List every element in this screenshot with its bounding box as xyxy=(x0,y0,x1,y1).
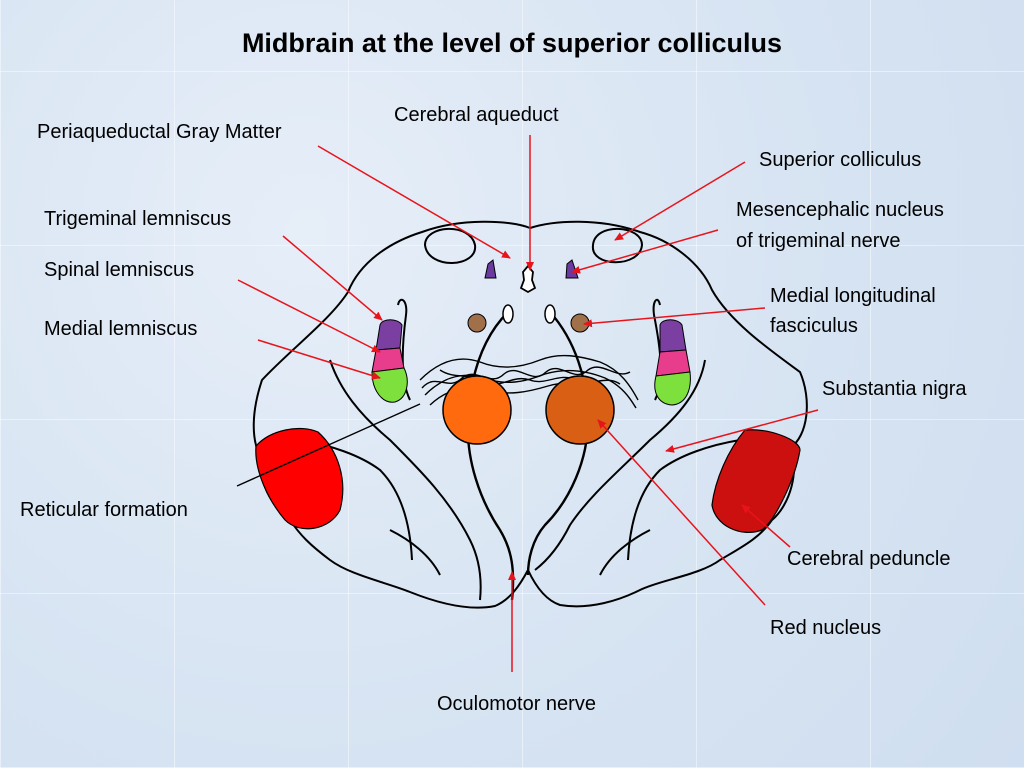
diagram-title: Midbrain at the level of superior collic… xyxy=(241,28,783,58)
cerebral-aqueduct xyxy=(519,264,537,294)
oculomotor-fiber-left xyxy=(466,311,515,601)
medial-lemniscus-right xyxy=(654,371,691,406)
label-periaqueductal-gray: Periaqueductal Gray Matter xyxy=(37,121,282,143)
lateral-contour-right xyxy=(627,439,741,561)
peduncle-notch-right xyxy=(599,529,651,576)
pointer-red-nucleus xyxy=(597,419,766,606)
pointer-lines xyxy=(237,135,819,672)
label-trigeminal-lemniscus: Trigeminal lemniscus xyxy=(44,208,232,230)
oculomotor-fiber-right xyxy=(526,311,590,576)
medial-lemniscus-left xyxy=(371,367,408,403)
pointer-medial-lemniscus xyxy=(257,339,381,380)
label-cerebral-peduncle: Cerebral peduncle xyxy=(787,548,951,570)
cerebral-peduncle-left xyxy=(255,427,344,530)
label-mlf-line2: fasciculus xyxy=(770,315,858,337)
superior-colliculus-left xyxy=(423,227,477,264)
oculomotor-nucleus-left xyxy=(502,304,514,324)
red-nucleus-right xyxy=(545,375,615,445)
pointer-mesencephalic-nucleus xyxy=(571,229,719,274)
mesencephalic-nucleus-left xyxy=(484,259,497,279)
red-nucleus-left xyxy=(442,375,512,445)
trigeminal-lemniscus-left xyxy=(375,319,403,351)
pointer-reticular-formation xyxy=(236,403,421,487)
label-mesencephalic-nucleus-line2: of trigeminal nerve xyxy=(736,230,901,252)
label-mesencephalic-nucleus-line1: Mesencephalic nucleus xyxy=(736,199,944,221)
inner-contour-right xyxy=(534,359,706,571)
peduncle-notch-left xyxy=(389,529,441,576)
label-medial-lemniscus: Medial lemniscus xyxy=(44,318,198,340)
inner-contour-left xyxy=(329,359,482,601)
label-oculomotor-nerve: Oculomotor nerve xyxy=(437,693,596,715)
pointer-substantia-nigra xyxy=(665,409,819,453)
label-substantia-nigra: Substantia nigra xyxy=(822,378,967,400)
pointer-trigeminal-lemniscus xyxy=(282,235,383,321)
mlf-right xyxy=(570,313,590,333)
pointer-cerebral-peduncle xyxy=(741,504,791,548)
label-red-nucleus: Red nucleus xyxy=(770,617,882,639)
label-cerebral-aqueduct: Cerebral aqueduct xyxy=(394,104,559,126)
trigeminal-lemniscus-right xyxy=(659,319,687,353)
pointer-periaqueductal-gray xyxy=(317,145,511,259)
label-superior-colliculus: Superior colliculus xyxy=(759,149,922,171)
label-reticular-formation: Reticular formation xyxy=(20,499,188,521)
label-mlf-line1: Medial longitudinal xyxy=(770,285,936,307)
cerebral-peduncle-right xyxy=(711,429,801,533)
pointer-superior-colliculus xyxy=(614,161,746,241)
mlf-left xyxy=(467,313,487,333)
superior-colliculus-right xyxy=(591,227,644,264)
pointer-mlf xyxy=(583,307,766,328)
oculomotor-nucleus-right xyxy=(544,304,556,324)
label-spinal-lemniscus: Spinal lemniscus xyxy=(44,259,195,281)
pointer-spinal-lemniscus xyxy=(237,279,381,353)
mesencephalic-nucleus-right xyxy=(565,259,579,279)
